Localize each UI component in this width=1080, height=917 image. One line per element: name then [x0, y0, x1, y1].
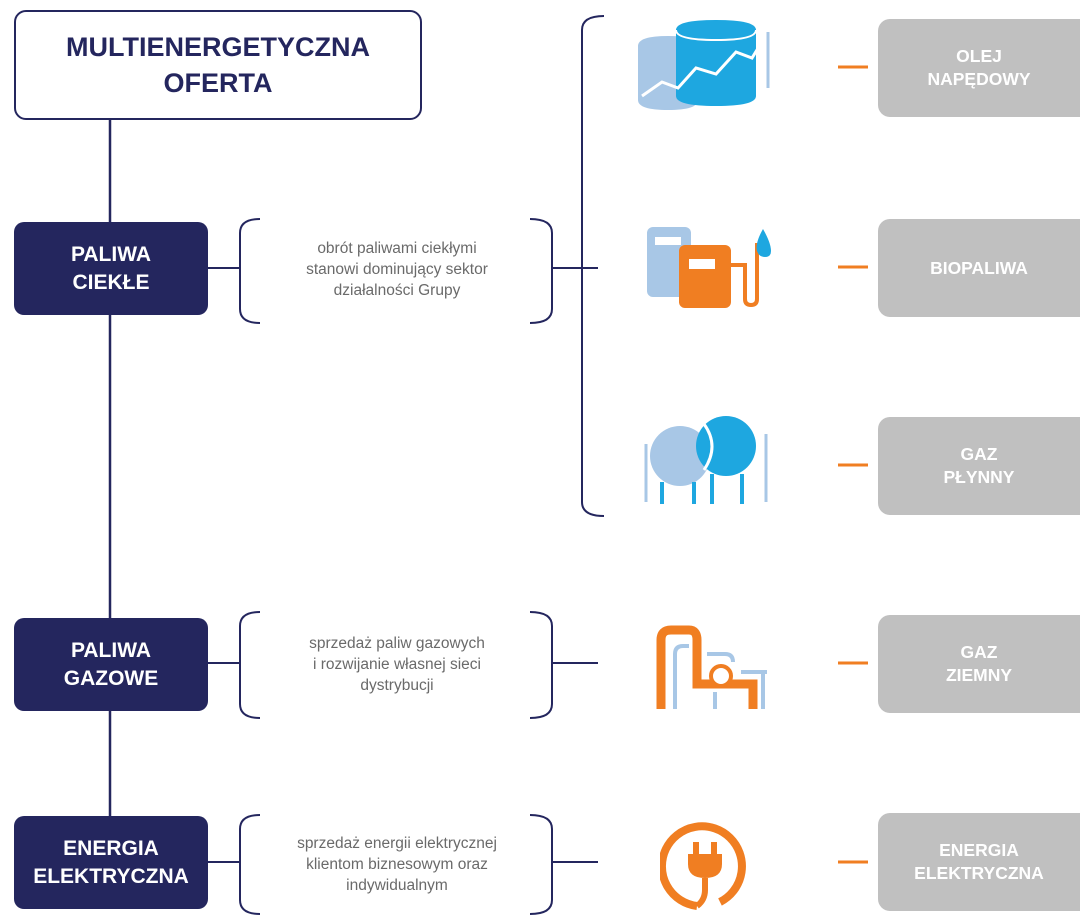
- bracket-right-paliwa-ciekle: [529, 218, 553, 324]
- offer-title: MULTIENERGETYCZNA OFERTA: [14, 10, 422, 120]
- category-energia-elektryczna: ENERGIA ELEKTRYCZNA: [14, 816, 208, 909]
- bracket-right-paliwa-gazowe: [529, 611, 553, 719]
- description-paliwa-gazowe: sprzedaż paliw gazowych i rozwijanie wła…: [309, 634, 485, 694]
- bracket-left-energia: [239, 814, 261, 915]
- description-energia-elektryczna: sprzedaż energii elektrycznej klientom b…: [297, 834, 497, 894]
- bracket-left-paliwa-ciekle: [239, 218, 261, 324]
- lpg-spheres-icon: [644, 416, 768, 504]
- bracket-right-energia: [529, 814, 553, 915]
- description-paliwa-ciekle: obrót paliwami ciekłymi stanowi dominują…: [306, 239, 488, 299]
- bracket-products-liquid: [581, 15, 605, 517]
- category-paliwa-ciekle: PALIWA CIEKŁE: [14, 222, 208, 315]
- product-gaz-ziemny: GAZ ZIEMNY: [878, 615, 1080, 713]
- product-gaz-plynny: GAZ PŁYNNY: [878, 417, 1080, 515]
- fuel-tanks-icon: [638, 20, 770, 110]
- fuel-pump-icon: [647, 227, 771, 308]
- electric-plug-icon: [660, 822, 746, 910]
- category-paliwa-gazowe: PALIWA GAZOWE: [14, 618, 208, 711]
- bracket-left-paliwa-gazowe: [239, 611, 261, 719]
- product-biopaliwa: BIOPALIWA: [878, 219, 1080, 317]
- gas-pipeline-icon: [656, 625, 767, 709]
- product-energia-elektryczna: ENERGIA ELEKTRYCZNA: [878, 813, 1080, 911]
- product-olej-napedowy: OLEJ NAPĘDOWY: [878, 19, 1080, 117]
